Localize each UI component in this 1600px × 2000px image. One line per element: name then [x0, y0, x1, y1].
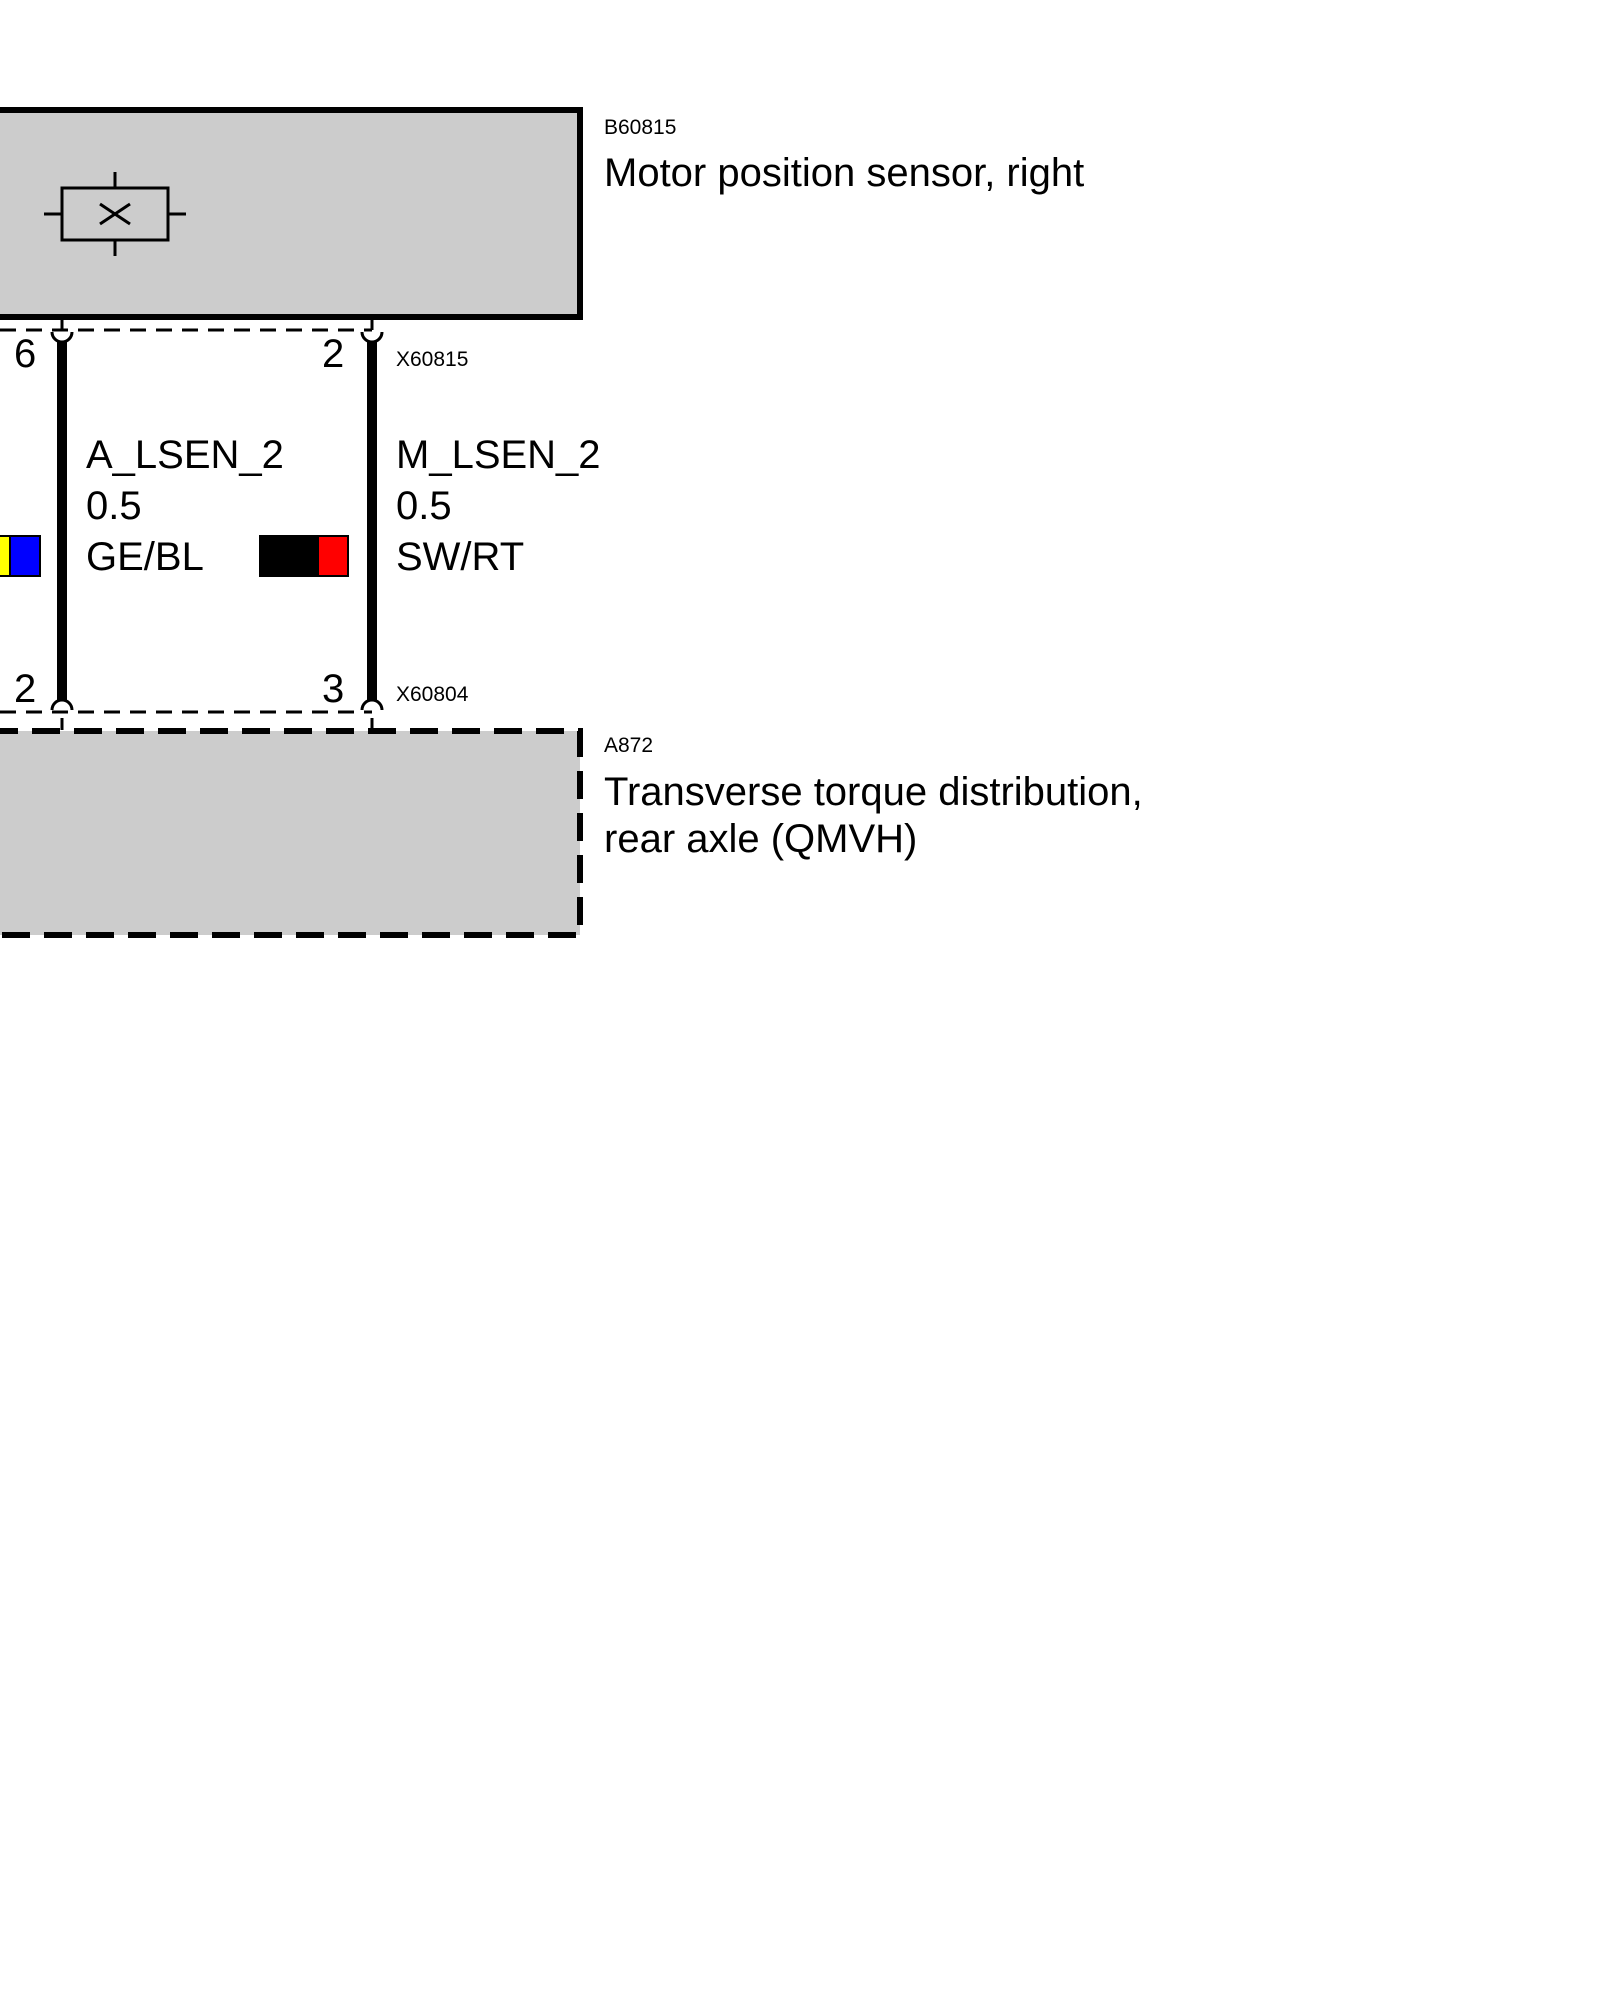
control-unit-name-line1: Transverse torque distribution,	[604, 770, 1143, 814]
motor-position-sensor-component	[0, 107, 583, 320]
pin-left-top: 6	[14, 332, 36, 376]
wire-2-color-swatch	[259, 535, 349, 577]
position-sensor-icon	[44, 172, 186, 256]
control-unit-name-line2: rear axle (QMVH)	[604, 817, 917, 861]
wire-2-gauge: 0.5	[396, 484, 452, 528]
wire-right	[360, 318, 384, 730]
wire-1-color-code: GE/BL	[86, 535, 204, 579]
bottom-connector-label: X60804	[396, 683, 469, 706]
wire-2-color-code: SW/RT	[396, 535, 524, 579]
pin-right-bottom: 3	[322, 667, 344, 711]
control-unit-id-label: A872	[604, 734, 653, 757]
wire-1-signal: A_LSEN_2	[86, 433, 284, 477]
wire-1-gauge: 0.5	[86, 484, 142, 528]
wire-2-signal: M_LSEN_2	[396, 433, 601, 477]
sensor-name-label: Motor position sensor, right	[604, 151, 1084, 195]
wire-left	[50, 318, 74, 730]
sensor-box	[0, 107, 583, 320]
pin-left-bottom: 2	[14, 667, 36, 711]
torque-distribution-component	[0, 728, 583, 938]
top-connector-label: X60815	[396, 348, 468, 371]
pin-right-top: 2	[322, 332, 344, 376]
control-unit-box	[0, 728, 583, 938]
wire-1-color-swatch	[0, 535, 41, 577]
sensor-id-label: B60815	[604, 116, 676, 139]
